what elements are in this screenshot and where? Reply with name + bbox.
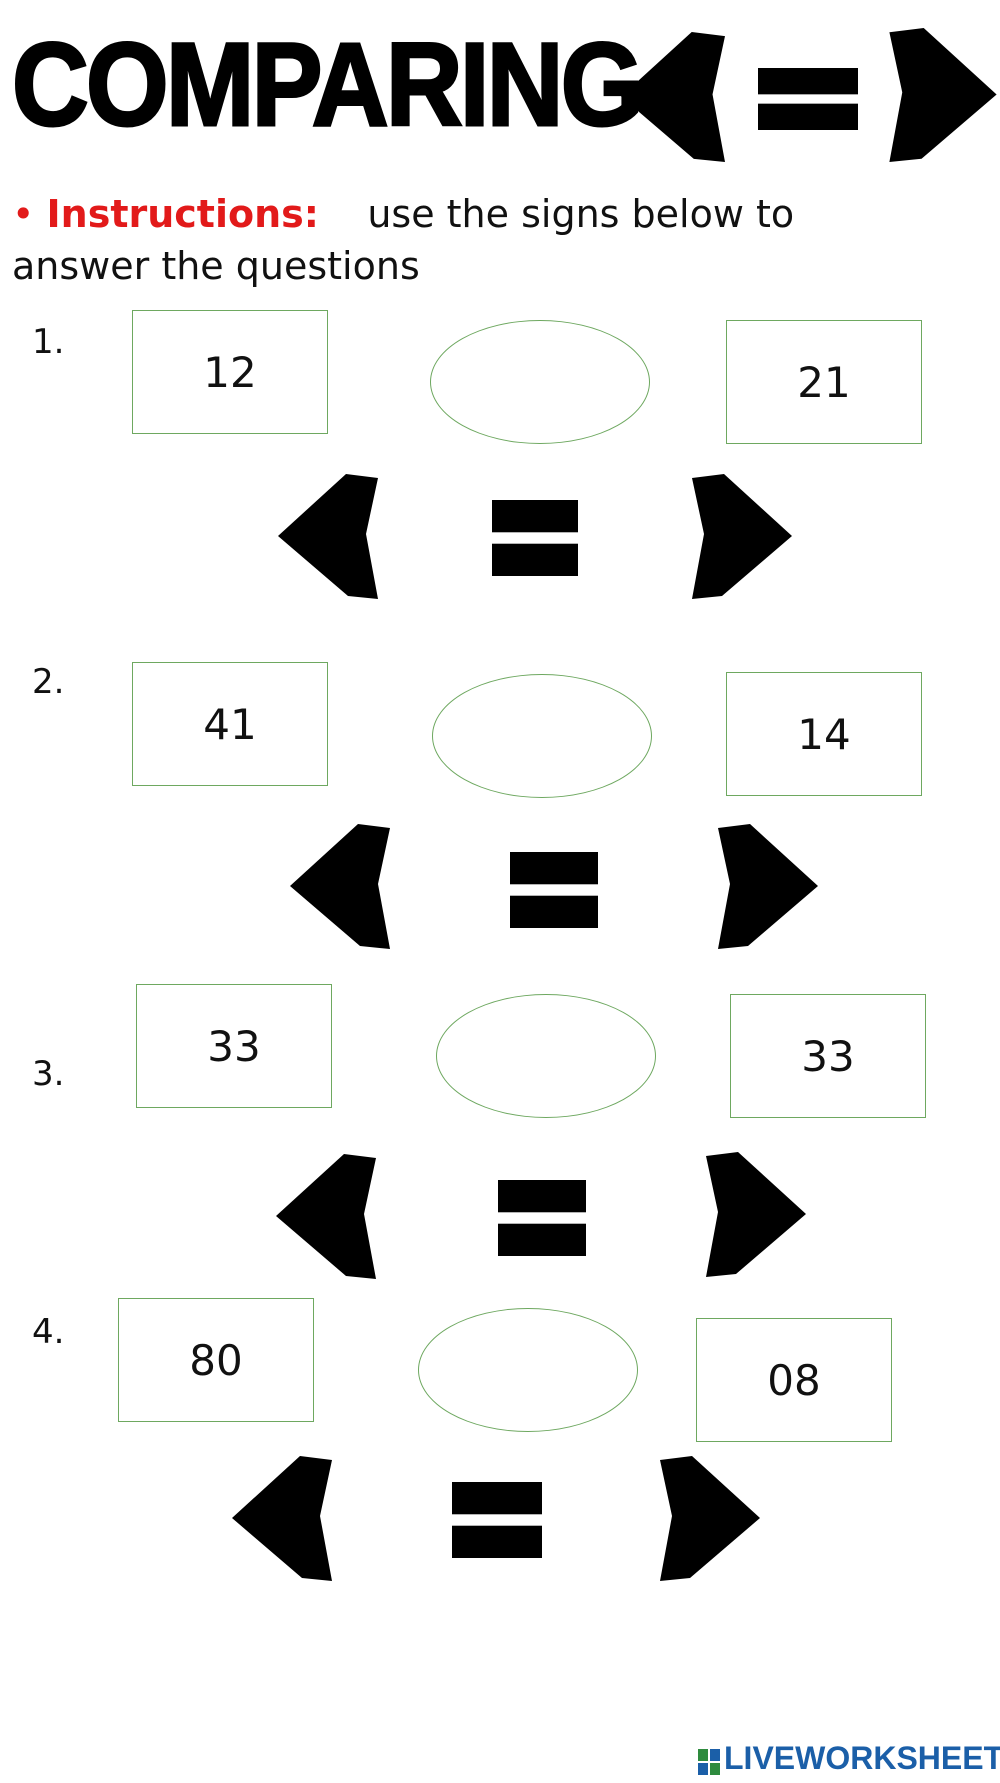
right-number-box: 21 bbox=[726, 320, 922, 444]
header-greater-than-sign bbox=[888, 28, 998, 162]
greater-than-sign[interactable] bbox=[660, 1456, 760, 1581]
less-than-sign[interactable] bbox=[278, 474, 378, 599]
page-title: COMPARING bbox=[11, 19, 645, 152]
equal-sign[interactable] bbox=[510, 852, 598, 928]
brand-text: LIVEWORKSHEETS bbox=[724, 1740, 1000, 1776]
less-than-sign[interactable] bbox=[276, 1154, 376, 1279]
answer-drop-zone[interactable] bbox=[418, 1308, 638, 1432]
greater-than-sign[interactable] bbox=[692, 474, 792, 599]
greater-than-sign[interactable] bbox=[706, 1152, 806, 1277]
answer-drop-zone[interactable] bbox=[432, 674, 652, 798]
answer-drop-zone[interactable] bbox=[436, 994, 656, 1118]
answer-drop-zone[interactable] bbox=[430, 320, 650, 444]
right-number-box: 08 bbox=[696, 1318, 892, 1442]
liveworksheets-brand: LIVEWORKSHEETS bbox=[698, 1740, 1000, 1777]
equal-sign[interactable] bbox=[492, 500, 578, 576]
instructions-bullet: • bbox=[12, 192, 35, 236]
less-than-sign[interactable] bbox=[232, 1456, 332, 1581]
liveworksheets-logo-icon bbox=[698, 1746, 720, 1775]
right-number-box: 33 bbox=[730, 994, 926, 1118]
header-equal-sign bbox=[758, 68, 858, 130]
greater-than-sign[interactable] bbox=[718, 824, 818, 949]
question-number: 4. bbox=[32, 1312, 65, 1352]
instructions: • Instructions: use the signs below to a… bbox=[12, 188, 912, 292]
right-number-box: 14 bbox=[726, 672, 922, 796]
instructions-text: use the signs below to answer the questi… bbox=[12, 192, 795, 288]
question-number: 1. bbox=[32, 322, 65, 362]
left-number-box: 41 bbox=[132, 662, 328, 786]
less-than-sign[interactable] bbox=[290, 824, 390, 949]
left-number-box: 80 bbox=[118, 1298, 314, 1422]
instructions-label: Instructions: bbox=[46, 192, 319, 236]
left-number-box: 33 bbox=[136, 984, 332, 1108]
equal-sign[interactable] bbox=[452, 1482, 542, 1558]
question-number: 3. bbox=[32, 1054, 65, 1094]
header-less-than-sign bbox=[618, 32, 728, 162]
equal-sign[interactable] bbox=[498, 1180, 586, 1256]
left-number-box: 12 bbox=[132, 310, 328, 434]
question-number: 2. bbox=[32, 662, 65, 702]
